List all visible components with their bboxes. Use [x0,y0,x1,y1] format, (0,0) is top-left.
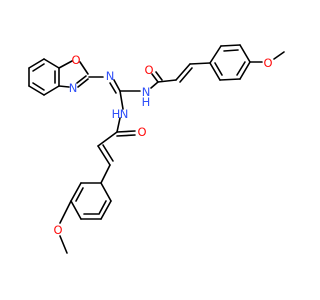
structure-drawing: O N N N H N H O O O O [28,44,285,254]
bond [70,200,82,220]
bond [150,81,159,89]
bond [175,63,191,81]
atom-label-oxygen: O [144,63,153,77]
bond [100,164,111,184]
bond [70,182,82,202]
lower-phenyl-ring [59,182,112,254]
double-bond-inner [236,61,246,76]
lower-cinnamoyl-chain [97,117,136,184]
double-bond-inner [214,62,223,76]
double-bond [116,134,136,137]
bond [97,145,111,166]
double-bond-inner [32,82,45,91]
double-bond [155,71,163,81]
right-phenyl-ring [209,44,285,81]
atom-label-oxygen: O [263,56,272,70]
bond [116,117,121,133]
bond [119,90,124,110]
bond [239,61,251,80]
bond [157,79,177,83]
atom-label-nitrogen: N [120,107,129,121]
atom-label-oxygen: O [137,125,146,139]
bond [209,62,221,81]
molecule-canvas: O N N N H N H O O O O [28,44,285,254]
bond [209,45,222,64]
methyl-bond [273,51,285,60]
atom-label-hydrogen: H [142,95,151,109]
bond [116,130,136,133]
double-bond [179,67,193,83]
bond [59,200,72,224]
bond [77,78,89,88]
right-cinnamoyl-chain [150,62,211,89]
benzoxazole-ring [28,58,89,96]
bond [58,85,70,88]
double-bond [76,75,87,84]
bond [151,73,159,83]
bond [28,58,45,69]
double-bond-inner [32,63,45,72]
atom-label-nitrogen: N [69,81,78,95]
bond [100,182,112,202]
double-bond-inner [98,200,107,215]
bond [239,44,251,63]
atom-label-oxygen: O [71,53,80,67]
bond [28,85,45,96]
double-bond-inner [75,187,84,202]
atom-label-hydrogen: H [112,107,121,121]
bond [79,61,89,75]
bond [220,44,241,47]
double-bond-inner [223,49,239,52]
guanidine-core [88,76,141,110]
double-bond [102,144,114,162]
bond [100,200,112,220]
bond [97,131,118,147]
atom-label-nitrogen: N [106,69,115,83]
methyl-bond [59,235,68,254]
double-bond [109,82,117,94]
bond [189,62,211,65]
atom-label-nitrogen: N [142,85,151,99]
bond [58,60,73,69]
bond [43,85,60,96]
atom-label-oxygen: O [53,223,62,237]
bond [43,58,60,69]
bond [219,78,241,81]
bond [113,79,121,92]
